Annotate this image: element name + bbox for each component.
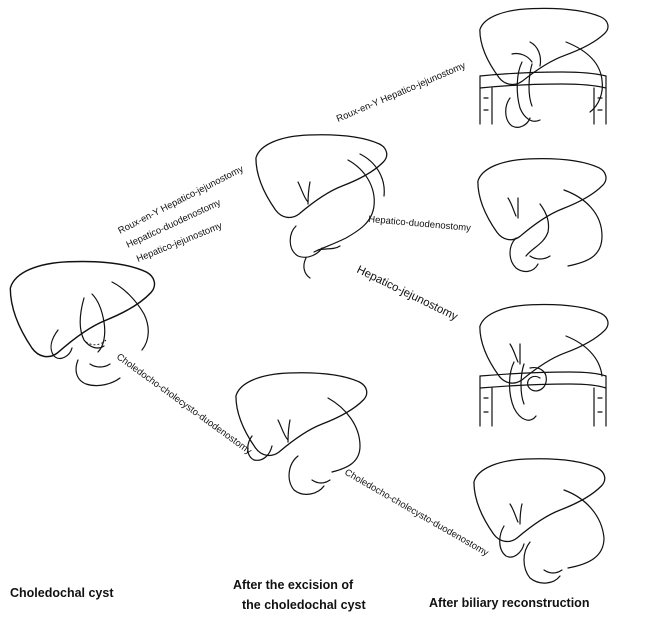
after-excision-upper-illustration [255,134,388,279]
label-hepatico-duodenostomy-right: Hepatico-duodenostomy [368,214,472,234]
roux-en-y-reconstruction-illustration [479,7,609,128]
caption-after-excision-line1: After the excision of [233,578,354,592]
after-excision-lower-illustration [235,372,368,495]
hepatico-jejunostomy-illustration [479,303,609,427]
caption-choledochal-cyst: Choledochal cyst [10,586,114,600]
choledocho-cholecysto-duodenostomy-illustration [473,458,606,584]
hepatico-duodenostomy-illustration [477,158,607,273]
caption-after-excision-line2: the choledochal cyst [242,598,366,612]
choledochal-cyst-illustration [9,260,156,387]
label-roux-en-y-right: Roux-en-Y Hepatico-jejunostomy [335,60,468,125]
label-choledocho-cholecysto-duodenostomy-right: Choledocho-cholecysto-duodenostomy [343,467,491,559]
label-hepatico-jejunostomy-right: Hepatico-jejunostomy [355,264,460,323]
caption-after-biliary-reconstruction: After biliary reconstruction [429,596,589,610]
label-choledocho-cholecysto-duodenostomy-left: Choledocho-cholecysto-duodenostomy [114,352,254,458]
